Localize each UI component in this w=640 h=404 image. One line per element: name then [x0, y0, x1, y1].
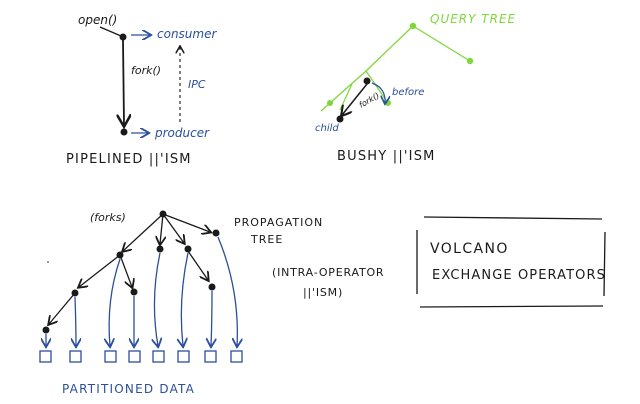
- data-partition-box: [69, 350, 82, 363]
- bushy-fork-label: fork(): [358, 91, 381, 110]
- query-tree-label: QUERY TREE: [430, 12, 516, 26]
- tree-node: [409, 22, 417, 30]
- tree-node: [159, 210, 167, 218]
- propagation-tree-diagram: (forks): [39, 210, 384, 396]
- fork-node: [363, 77, 371, 85]
- fork-arrow: [342, 83, 368, 115]
- data-partition-box: [152, 350, 165, 363]
- tree-node: [212, 229, 220, 237]
- stray-dot: [47, 261, 49, 263]
- intra-operator-label-line1: (INTRA-OPERATOR: [272, 266, 384, 279]
- partitioned-data-caption: PARTITIONED DATA: [62, 382, 195, 396]
- partition-arrow: [75, 296, 76, 346]
- open-label: open(): [78, 13, 117, 27]
- tree-node: [130, 288, 138, 296]
- fork-label: fork(): [131, 64, 161, 77]
- partition-arrow: [217, 236, 237, 346]
- partition-arrow: [181, 252, 189, 346]
- volcano-title: VOLCANO: [430, 241, 509, 257]
- tree-node: [184, 245, 192, 253]
- tree-edge: [162, 213, 184, 243]
- tree-node: [156, 245, 164, 253]
- tree-edge: [79, 254, 121, 287]
- tree-edge: [119, 254, 132, 287]
- tree-node: [208, 283, 216, 291]
- data-partition-box: [230, 350, 243, 363]
- producer-label: producer: [154, 126, 210, 140]
- fork-arrow: [123, 39, 124, 125]
- tree-edge: [187, 250, 208, 280]
- bushy-caption: BUSHY ||'ISM: [337, 149, 436, 164]
- intra-operator-label-line2: ||'ISM): [303, 286, 343, 299]
- tree-node: [466, 57, 474, 65]
- partition-arrow: [211, 290, 212, 346]
- exchange-operators-title: EXCHANGE OPERATORS: [432, 268, 606, 283]
- producer-node: [120, 128, 128, 136]
- open-pointer-line: [99, 26, 122, 37]
- data-partition-box: [177, 350, 190, 363]
- data-partition-box: [104, 350, 117, 363]
- before-label: before: [392, 87, 424, 98]
- partition-arrow: [109, 258, 121, 346]
- before-arrow: [371, 82, 385, 103]
- bushy-diagram: QUERY TREE fork() before child BUSHY ||'…: [315, 12, 516, 164]
- tree-edge: [412, 25, 471, 62]
- tree-node: [327, 100, 333, 106]
- tree-edge: [160, 213, 163, 244]
- data-partition-box: [204, 350, 217, 363]
- ipc-label: IPC: [188, 78, 206, 91]
- data-partition-box: [128, 350, 141, 363]
- tree-edge: [162, 213, 210, 232]
- partition-arrow: [154, 252, 160, 346]
- propagation-tree-label-line1: PROPAGATION: [234, 216, 323, 229]
- tree-node: [42, 326, 50, 334]
- consumer-label: consumer: [157, 27, 217, 41]
- box-border: [419, 305, 604, 308]
- tree-node: [116, 251, 124, 259]
- tree-edge: [365, 25, 414, 72]
- child-label: child: [315, 123, 339, 134]
- volcano-box: VOLCANO EXCHANGE OPERATORS: [416, 216, 606, 308]
- child-node: [336, 115, 344, 123]
- box-border: [423, 216, 603, 220]
- consumer-node: [119, 33, 127, 41]
- tree-edge: [123, 213, 164, 251]
- propagation-tree-label-line2: TREE: [250, 233, 283, 246]
- tree-edge: [339, 83, 353, 111]
- data-partition-box: [39, 350, 52, 363]
- box-border: [603, 231, 606, 297]
- tree-node: [385, 100, 391, 106]
- tree-node: [71, 289, 79, 297]
- forks-label: (forks): [90, 211, 126, 224]
- pipelined-diagram: open() consumer fork() IPC producer PIPE…: [66, 13, 217, 167]
- pipelined-caption: PIPELINED ||'ISM: [66, 152, 192, 167]
- tree-edge: [49, 292, 76, 324]
